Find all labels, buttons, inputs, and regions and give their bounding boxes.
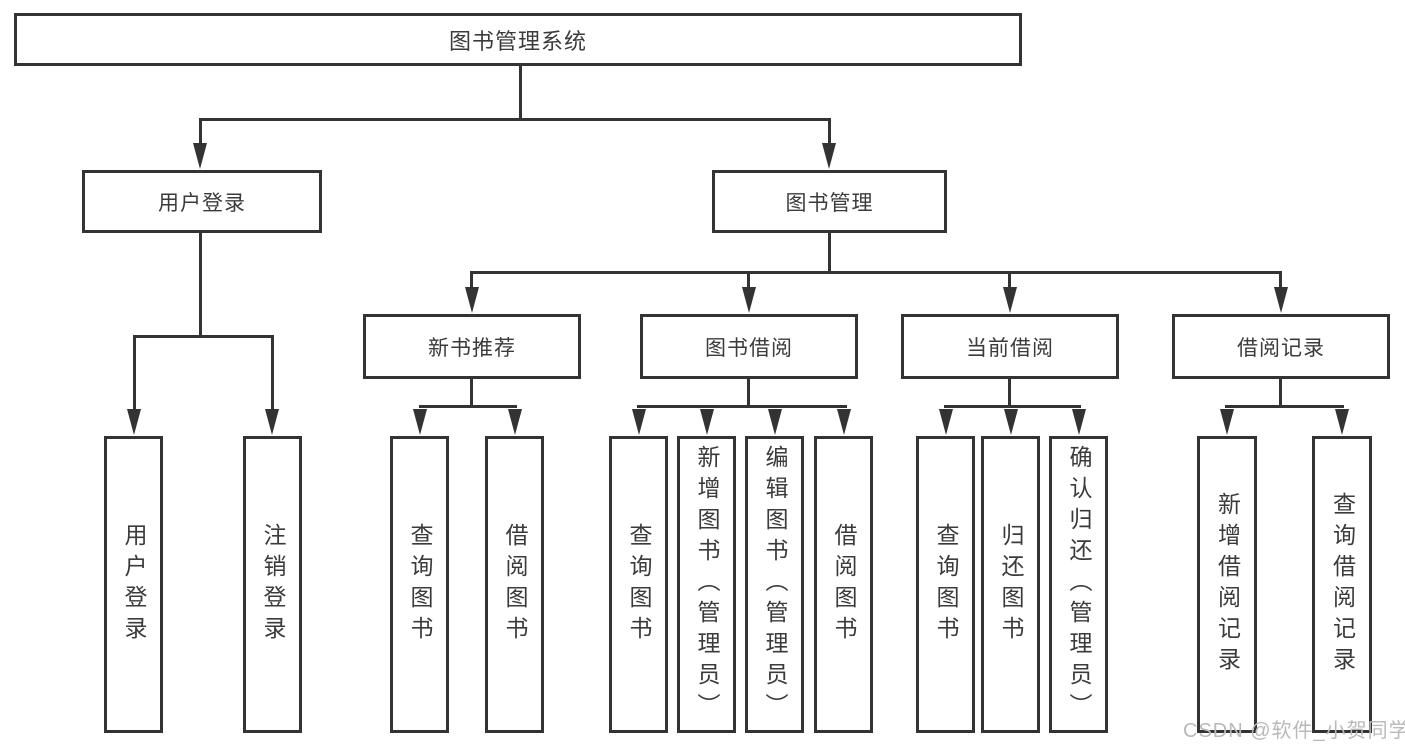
connector-line: [828, 121, 831, 145]
connector-line: [828, 233, 831, 271]
arrow-down-icon: [939, 409, 953, 435]
node-query-books-recommend: 查询图书: [390, 436, 449, 733]
node-book-management: 图书管理: [712, 170, 947, 233]
arrow-down-icon: [1335, 409, 1349, 435]
arrow-down-icon: [1072, 409, 1086, 435]
connector-line: [199, 118, 831, 121]
node-label: 查询图书: [933, 522, 959, 647]
node-label: 确认归还（管理员）: [1066, 445, 1092, 724]
connector-line: [519, 66, 522, 118]
node-label: 查询图书: [626, 522, 652, 647]
arrow-down-icon: [465, 287, 479, 313]
arrow-down-icon: [1004, 409, 1018, 435]
node-label: 查询借阅记录: [1329, 491, 1356, 678]
node-current-borrowing: 当前借阅: [901, 314, 1119, 379]
arrow-down-icon: [837, 409, 851, 435]
node-user-login-branch: 用户登录: [82, 170, 322, 233]
node-add-book-admin: 新增图书（管理员）: [677, 436, 736, 733]
arrow-down-icon: [413, 409, 427, 435]
node-label: 借阅图书: [831, 522, 857, 647]
node-label: 用户登录: [121, 522, 147, 647]
node-label: 编辑图书（管理员）: [762, 445, 788, 724]
node-query-books-current: 查询图书: [916, 436, 975, 733]
node-borrow-books: 借阅图书: [814, 436, 873, 733]
node-borrowing-records: 借阅记录: [1172, 314, 1390, 379]
connector-line: [133, 335, 274, 338]
node-label: 新增图书（管理员）: [694, 445, 720, 724]
arrow-down-icon: [700, 409, 714, 435]
node-new-book-recommend: 新书推荐: [363, 314, 581, 379]
connector-line: [747, 379, 750, 406]
connector-line: [1279, 274, 1282, 288]
connector-line: [470, 379, 473, 406]
node-label: 新增借阅记录: [1214, 491, 1241, 678]
node-query-borrow-record: 查询借阅记录: [1312, 436, 1372, 733]
node-library-management-system: 图书管理系统: [14, 13, 1022, 66]
arrow-down-icon: [265, 409, 279, 435]
connector-line: [133, 338, 136, 410]
arrow-down-icon: [508, 409, 522, 435]
connector-line: [419, 405, 517, 408]
arrow-down-icon: [1274, 287, 1288, 313]
arrow-down-icon: [822, 143, 836, 169]
arrow-down-icon: [127, 409, 141, 435]
node-add-borrow-record: 新增借阅记录: [1197, 436, 1257, 733]
node-label: 当前借阅: [966, 336, 1054, 360]
node-confirm-return-admin: 确认归还（管理员）: [1049, 436, 1108, 733]
connector-line: [944, 405, 1081, 408]
connector-line: [470, 274, 473, 288]
connector-line: [637, 405, 847, 408]
node-label: 图书管理系统: [448, 28, 587, 54]
watermark: CSDN @软件_小贺同学: [1183, 720, 1405, 742]
node-label: 借阅记录: [1237, 336, 1325, 360]
connector-line: [271, 338, 274, 410]
node-return-books: 归还图书: [981, 436, 1040, 733]
node-label: 查询图书: [407, 522, 433, 647]
connector-line: [747, 274, 750, 288]
node-label: 图书管理: [785, 191, 874, 215]
node-label: 图书借阅: [705, 336, 793, 360]
node-label: 归还图书: [998, 522, 1024, 647]
node-borrow-books-recommend: 借阅图书: [485, 436, 544, 733]
arrow-down-icon: [768, 409, 782, 435]
node-user-login: 用户登录: [104, 436, 163, 733]
connector-line: [1225, 405, 1344, 408]
arrow-down-icon: [1220, 409, 1234, 435]
node-logout: 注销登录: [243, 436, 302, 733]
node-book-borrowing: 图书借阅: [640, 314, 858, 379]
connector-line: [470, 271, 1282, 274]
arrow-down-icon: [632, 409, 646, 435]
connector-line: [1008, 379, 1011, 406]
node-label: 新书推荐: [428, 336, 516, 360]
node-label: 用户登录: [158, 191, 246, 215]
connector-line: [1279, 379, 1282, 406]
node-edit-book-admin: 编辑图书（管理员）: [745, 436, 804, 733]
connector-line: [1008, 274, 1011, 288]
connector-line: [199, 233, 202, 335]
arrow-down-icon: [1003, 287, 1017, 313]
node-query-books-borrowing: 查询图书: [609, 436, 668, 733]
node-label: 借阅图书: [502, 522, 528, 647]
connector-line: [199, 121, 202, 145]
arrow-down-icon: [193, 143, 207, 169]
node-label: 注销登录: [260, 522, 286, 647]
arrow-down-icon: [742, 287, 756, 313]
